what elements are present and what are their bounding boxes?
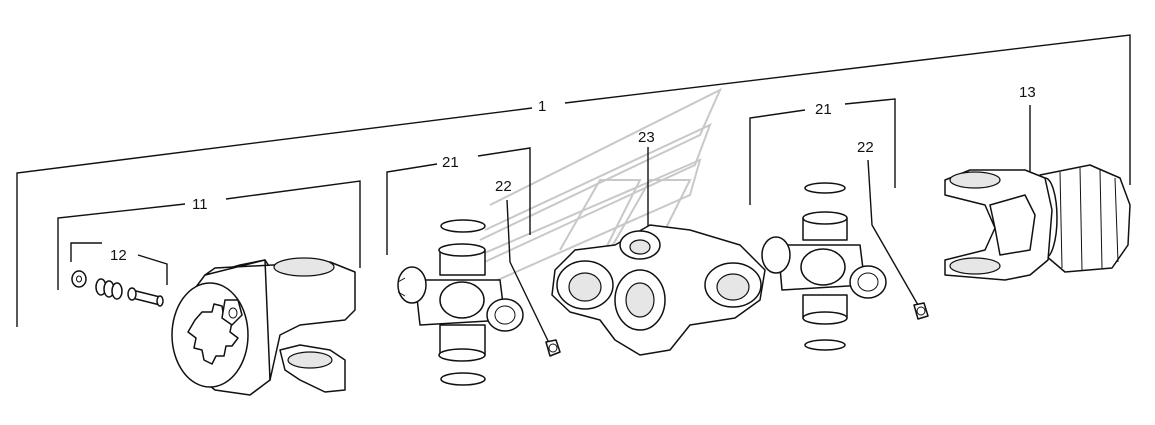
callout-22-right: 22 [857, 139, 874, 156]
bracket-21-left-b [477, 147, 531, 235]
callout-21-left: 21 [442, 154, 459, 171]
grease-nipple-right-part [913, 302, 929, 320]
splined-yoke-part [171, 257, 356, 396]
callout-12: 12 [110, 247, 127, 264]
bracket-11-left [57, 203, 186, 290]
callout-11: 11 [192, 196, 208, 213]
cross-kit-right-part [761, 182, 887, 351]
clutch-yoke-part [944, 164, 1131, 281]
bracket-1-right [564, 34, 1131, 185]
callout-1: 1 [538, 98, 546, 115]
leader-22-right [867, 159, 919, 306]
bracket-11-right [225, 180, 361, 268]
pin-kit-part [71, 270, 164, 307]
watermark-logo [474, 87, 723, 291]
bracket-21-right-a [749, 109, 806, 205]
callout-21-right: 21 [815, 101, 832, 118]
bracket-12-right [137, 254, 168, 285]
center-housing-part [551, 224, 766, 356]
bracket-1-left [16, 107, 533, 327]
cross-kit-left-part [397, 219, 524, 386]
callout-13: 13 [1019, 84, 1036, 101]
grease-nipple-left-part [545, 339, 561, 357]
bracket-12-left [70, 242, 102, 262]
leader-22-left [506, 199, 551, 346]
callout-23: 23 [638, 129, 655, 146]
bracket-21-right-b [844, 98, 896, 188]
bracket-21-left-a [386, 163, 438, 255]
callout-22-left: 22 [495, 178, 512, 195]
